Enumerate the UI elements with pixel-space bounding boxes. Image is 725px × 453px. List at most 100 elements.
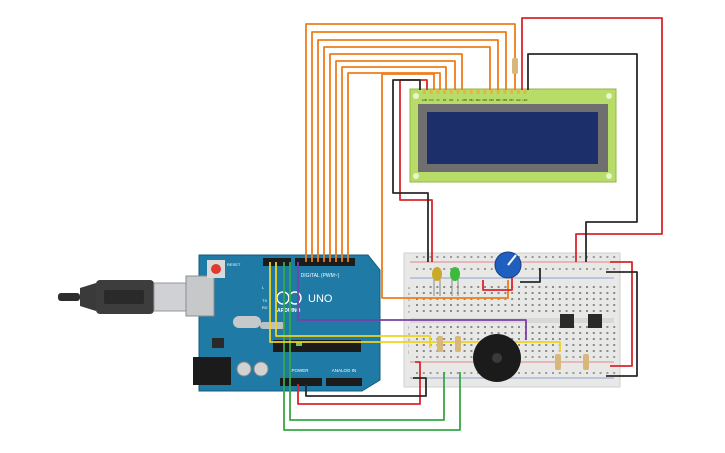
power-header (280, 378, 322, 386)
breadboard-hole (456, 372, 459, 374)
breadboard-hole (538, 372, 541, 374)
reset-button-cap[interactable] (211, 264, 221, 274)
breadboard-hole (470, 310, 473, 312)
breadboard-hole (518, 338, 520, 340)
breadboard-hole (450, 304, 452, 306)
breadboard-hole (579, 268, 582, 270)
breadboard-hole (484, 332, 486, 334)
breadboard-hole (504, 286, 507, 288)
wire-red-5v (297, 361, 421, 405)
breadboard-hole (586, 332, 588, 334)
breadboard-row-letter: i (408, 344, 409, 348)
lcd-pin (483, 90, 487, 94)
lcd-pin-label: E (457, 99, 459, 102)
breadboard-hole (592, 298, 595, 300)
breadboard-hole (497, 298, 500, 300)
wire-orange-4 (323, 46, 491, 262)
lcd-pin (469, 90, 473, 94)
breadboard-hole (443, 256, 446, 258)
lcd-pin (443, 90, 447, 94)
breadboard-hole (606, 332, 609, 334)
breadboard-hole (606, 292, 609, 294)
breadboard-hole (450, 344, 452, 346)
breadboard-hole (416, 256, 418, 258)
breadboard-hole (450, 350, 452, 352)
breadboard-hole (450, 338, 452, 340)
breadboard-hole (538, 356, 541, 358)
breadboard-hole (592, 310, 595, 312)
breadboard-hole (613, 372, 616, 374)
green-led-icon (450, 267, 460, 281)
breadboard-hole (436, 326, 439, 328)
breadboard-hole (450, 298, 452, 300)
breadboard-hole (463, 256, 466, 258)
breadboard-hole (606, 286, 609, 288)
breadboard-hole (552, 338, 554, 340)
breadboard-hole (545, 356, 548, 358)
breadboard-hole (429, 326, 432, 328)
breadboard-hole (572, 298, 575, 300)
breadboard-hole (552, 304, 554, 306)
reset-label: RESET (227, 262, 241, 267)
usb-symbol-icon (104, 290, 144, 304)
push-button-2[interactable] (588, 314, 602, 328)
breadboard-hole (436, 292, 439, 294)
breadboard-hole (586, 350, 588, 352)
breadboard-hole (565, 350, 568, 352)
wire-orange-1 (305, 23, 516, 262)
breadboard-hole (552, 332, 554, 334)
breadboard-hole (592, 350, 595, 352)
breadboard-hole (416, 326, 418, 328)
breadboard-hole (470, 332, 473, 334)
breadboard-hole (538, 310, 541, 312)
breadboard-hole (511, 304, 514, 306)
breadboard-hole (545, 326, 548, 328)
breadboard-hole (463, 268, 466, 270)
lcd-pin-label: DB4 (489, 99, 494, 102)
lcd-pin (496, 90, 500, 94)
push-button-1[interactable] (560, 314, 574, 328)
breadboard-hole (456, 326, 459, 328)
digital-header-left (263, 258, 291, 266)
breadboard-hole (511, 298, 514, 300)
breadboard-hole (599, 338, 602, 340)
breadboard-hole (497, 332, 500, 334)
breadboard-hole (463, 286, 466, 288)
breadboard-hole (463, 310, 466, 312)
breadboard-hole (586, 286, 588, 288)
breadboard-row-letter: b (408, 292, 410, 296)
power-header-label: POWER (291, 368, 309, 373)
breadboard-hole (613, 292, 616, 294)
breadboard-hole (558, 332, 561, 334)
potentiometer[interactable] (494, 251, 522, 279)
breadboard-hole (538, 292, 541, 294)
lcd-pin (429, 90, 433, 94)
breadboard-hole (504, 298, 507, 300)
breadboard-hole (558, 310, 561, 312)
breadboard-hole (538, 326, 541, 328)
crystal-large (233, 316, 261, 328)
breadboard-hole (504, 292, 507, 294)
breadboard-hole (524, 356, 527, 358)
breadboard-hole (606, 326, 609, 328)
lcd-pin-label: GND (422, 99, 428, 102)
lcd-pin (510, 90, 514, 94)
breadboard-hole (572, 344, 575, 346)
breadboard-hole (545, 286, 548, 288)
breadboard-hole (565, 344, 568, 346)
lcd-pin (490, 90, 493, 94)
l-label: L (262, 285, 265, 290)
breadboard-hole (504, 304, 507, 306)
breadboard-hole (599, 256, 602, 258)
voltage-regulator (212, 338, 224, 348)
breadboard-hole (599, 304, 602, 306)
breadboard-hole (538, 286, 541, 288)
breadboard-hole (565, 292, 568, 294)
breadboard-hole (613, 332, 616, 334)
breadboard-hole (531, 332, 534, 334)
breadboard-hole (572, 350, 575, 352)
breadboard-hole (490, 292, 493, 294)
breadboard-hole (592, 338, 595, 340)
